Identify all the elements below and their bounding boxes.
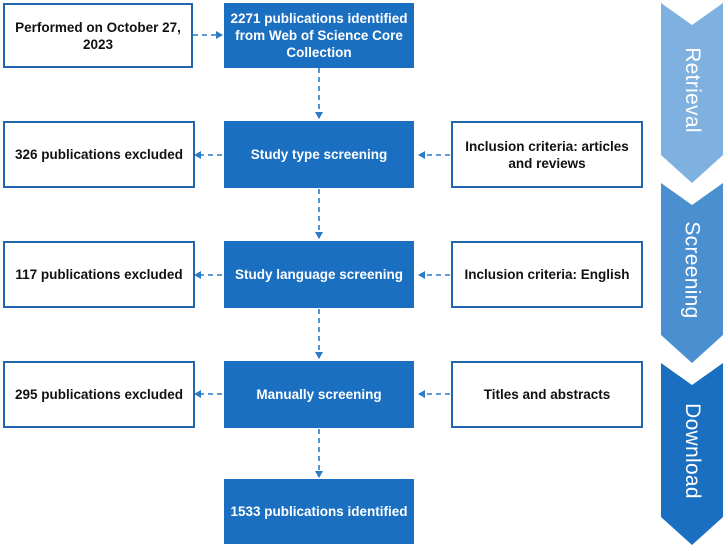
result-box: 1533 publications identified — [224, 479, 414, 544]
criteria-text-3: Titles and abstracts — [483, 387, 611, 402]
chevron-screening-shape — [661, 183, 723, 363]
step-box-language: Study language screening — [224, 241, 414, 308]
step-text-manual: Manually screening — [256, 387, 382, 402]
chevron-download-shape — [661, 363, 723, 545]
criteria-box-2: Inclusion criteria: English — [451, 241, 643, 308]
phase-screening: Screening — [661, 183, 723, 363]
excluded-box-3: 295 publications excluded — [3, 361, 195, 428]
phase-label-retrieval: Retrieval — [681, 47, 704, 133]
step-text-type: Study type screening — [250, 147, 388, 162]
date-box-text: Performed on October 27, 2023 — [15, 19, 181, 52]
criteria-text-2: Inclusion criteria: English — [464, 267, 630, 282]
excluded-text-3: 295 publications excluded — [14, 387, 184, 402]
excluded-box-2: 117 publications excluded — [3, 241, 195, 308]
source-box: 2271 publications identified from Web of… — [224, 3, 414, 68]
step-box-type: Study type screening — [224, 121, 414, 188]
step-text-language: Study language screening — [234, 267, 404, 282]
excluded-box-1: 326 publications excluded — [3, 121, 195, 188]
criteria-text-1: Inclusion criteria: articles and reviews — [465, 138, 629, 171]
excluded-text-1: 326 publications excluded — [14, 147, 184, 162]
phase-download: Download — [661, 363, 723, 545]
phase-label-download: Download — [681, 403, 705, 499]
chevron-retrieval-shape — [661, 3, 723, 183]
phase-label-screening: Screening — [681, 221, 705, 319]
excluded-text-2: 117 publications excluded — [15, 267, 183, 282]
date-box: Performed on October 27, 2023 — [3, 3, 193, 68]
criteria-box-1: Inclusion criteria: articles and reviews — [451, 121, 643, 188]
source-box-text: 2271 publications identified from Web of… — [230, 11, 408, 60]
criteria-box-3: Titles and abstracts — [451, 361, 643, 428]
step-box-manual: Manually screening — [224, 361, 414, 428]
result-text: 1533 publications identified — [230, 504, 408, 519]
phase-retrieval: Retrieval — [661, 3, 723, 183]
